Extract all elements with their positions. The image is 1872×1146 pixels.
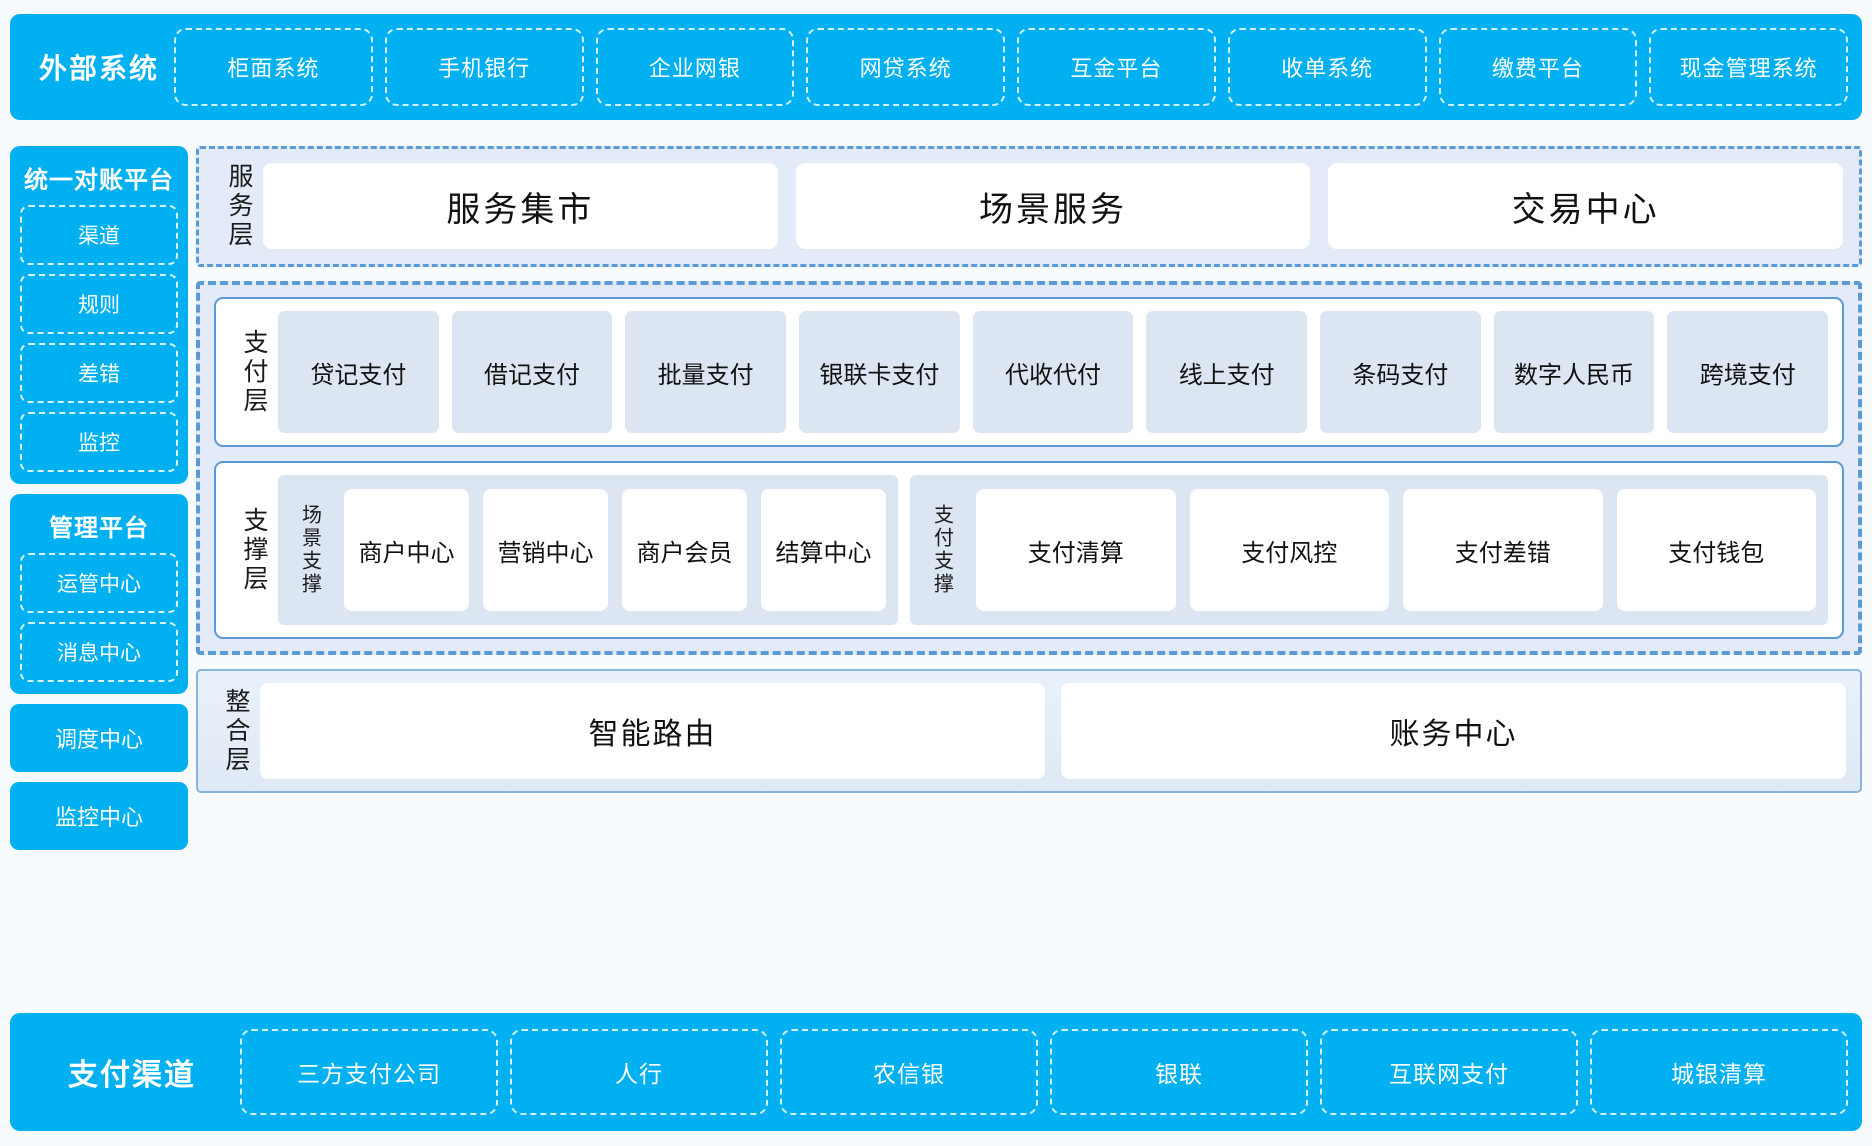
payment-card-debit[interactable]: 借记支付: [451, 311, 613, 433]
support-card-payment-wallet[interactable]: 支付钱包: [1616, 489, 1816, 611]
payment-card-collection[interactable]: 代收代付: [972, 311, 1134, 433]
payment-layer-cards: 贷记支付 借记支付 批量支付 银联卡支付 代收代付 线上支付 条码支付 数字人民…: [278, 311, 1829, 433]
support-group-payment-label: 支付支撑: [930, 504, 953, 596]
support-group-scene-label: 场景支撑: [298, 504, 321, 596]
sidebar-item-channel[interactable]: 渠道: [20, 205, 178, 265]
payment-card-crossborder[interactable]: 跨境支付: [1667, 311, 1829, 433]
payment-channel-item[interactable]: 互联网支付: [1320, 1029, 1578, 1115]
payment-card-online[interactable]: 线上支付: [1146, 311, 1308, 433]
external-systems-title: 外部系统: [38, 53, 159, 84]
integration-card-smart-routing[interactable]: 智能路由: [260, 683, 1045, 779]
service-card-scenario[interactable]: 场景服务: [795, 163, 1311, 249]
support-group-scene: 场景支撑 商户中心 营销中心 商户会员 结算中心: [278, 475, 898, 625]
payment-channel-item[interactable]: 农信银: [780, 1029, 1038, 1115]
payment-card-unionpay[interactable]: 银联卡支付: [799, 311, 960, 433]
integration-card-accounting-center[interactable]: 账务中心: [1061, 683, 1846, 779]
support-layer-row: 支撑层 场景支撑 商户中心 营销中心 商户会员 结算中心 支付支撑 支付清算 支…: [230, 475, 1828, 625]
service-card-marketplace[interactable]: 服务集市: [263, 163, 778, 249]
payment-channel-item[interactable]: 人行: [510, 1029, 768, 1115]
payment-channel-item[interactable]: 城银清算: [1590, 1029, 1848, 1115]
external-system-item[interactable]: 柜面系统: [174, 28, 373, 106]
support-card-marketing-center[interactable]: 营销中心: [483, 489, 608, 611]
support-layer-container: 支撑层 场景支撑 商户中心 营销中心 商户会员 结算中心 支付支撑 支付清算 支…: [214, 461, 1844, 639]
main-architecture-column: 服务层 服务集市 场景服务 交易中心 支付层 贷记支付 借记支付 批量支付 银联…: [196, 146, 1862, 793]
sidebar-item-monitor[interactable]: 监控: [20, 412, 178, 472]
sidebar-item-scheduler-center[interactable]: 调度中心: [10, 704, 188, 772]
sidebar-item-message-center[interactable]: 消息中心: [20, 622, 178, 682]
support-card-merchant-member[interactable]: 商户会员: [622, 489, 747, 611]
payment-channel-item[interactable]: 银联: [1050, 1029, 1308, 1115]
support-card-payment-risk[interactable]: 支付风控: [1189, 489, 1389, 611]
recon-platform-title: 统一对账平台: [24, 167, 174, 194]
service-layer-cards: 服务集市 场景服务 交易中心: [263, 163, 1844, 250]
service-layer-row: 服务层 服务集市 场景服务 交易中心: [215, 163, 1844, 250]
service-card-transaction[interactable]: 交易中心: [1328, 163, 1844, 249]
support-layer-label: 支撑层: [240, 506, 268, 594]
integration-layer-cards: 智能路由 账务中心: [260, 683, 1846, 779]
service-layer-container: 服务层 服务集市 场景服务 交易中心: [196, 146, 1862, 267]
payment-card-barcode[interactable]: 条码支付: [1320, 311, 1481, 433]
external-systems-list: 柜面系统 手机银行 企业网银 网贷系统 互金平台 收单系统 缴费平台 现金管理系…: [174, 14, 1848, 120]
recon-platform-panel: 统一对账平台 渠道 规则 差错 监控: [10, 146, 188, 484]
core-layers-container: 支付层 贷记支付 借记支付 批量支付 银联卡支付 代收代付 线上支付 条码支付 …: [196, 281, 1862, 655]
external-system-item[interactable]: 网贷系统: [806, 28, 1005, 106]
payment-channel-item[interactable]: 三方支付公司: [240, 1029, 498, 1115]
mgmt-platform-panel: 管理平台 运管中心 消息中心: [10, 494, 188, 694]
external-system-item[interactable]: 收单系统: [1227, 28, 1427, 106]
external-systems-bar: 外部系统 柜面系统 手机银行 企业网银 网贷系统 互金平台 收单系统 缴费平台 …: [10, 14, 1862, 120]
support-card-settlement-center[interactable]: 结算中心: [761, 489, 886, 611]
payment-card-batch[interactable]: 批量支付: [625, 311, 787, 433]
payment-layer-label: 支付层: [240, 328, 268, 416]
payment-channel-list: 三方支付公司 人行 农信银 银联 互联网支付 城银清算: [240, 1013, 1848, 1131]
integration-layer-container: 整合层 智能路由 账务中心: [196, 669, 1862, 793]
service-layer-label: 服务层: [225, 163, 253, 250]
external-system-item[interactable]: 手机银行: [384, 28, 584, 106]
external-system-item[interactable]: 缴费平台: [1438, 28, 1638, 106]
sidebar-item-rules[interactable]: 规则: [20, 274, 178, 334]
mgmt-platform-title: 管理平台: [49, 515, 149, 542]
support-card-merchant-center[interactable]: 商户中心: [344, 489, 469, 611]
sidebar-item-monitoring-center[interactable]: 监控中心: [10, 782, 188, 850]
payment-channel-title: 支付渠道: [68, 1059, 196, 1092]
payment-layer-container: 支付层 贷记支付 借记支付 批量支付 银联卡支付 代收代付 线上支付 条码支付 …: [214, 297, 1844, 447]
payment-card-credit[interactable]: 贷记支付: [278, 311, 439, 433]
sidebar-item-ops-center[interactable]: 运管中心: [20, 553, 178, 613]
support-card-payment-clearing[interactable]: 支付清算: [976, 489, 1176, 611]
payment-card-digital-rmb[interactable]: 数字人民币: [1493, 311, 1655, 433]
external-system-item[interactable]: 企业网银: [595, 28, 795, 106]
integration-layer-label: 整合层: [222, 687, 250, 775]
support-card-payment-error[interactable]: 支付差错: [1403, 489, 1603, 611]
support-group-payment: 支付支撑 支付清算 支付风控 支付差错 支付钱包: [910, 475, 1828, 625]
left-sidebar: 统一对账平台 渠道 规则 差错 监控 管理平台 运管中心 消息中心 调度中心 监…: [10, 146, 188, 860]
external-system-item[interactable]: 互金平台: [1017, 28, 1216, 106]
sidebar-item-error[interactable]: 差错: [20, 343, 178, 403]
support-layer-groups: 场景支撑 商户中心 营销中心 商户会员 结算中心 支付支撑 支付清算 支付风控 …: [278, 475, 1828, 625]
external-system-item[interactable]: 现金管理系统: [1649, 28, 1848, 106]
integration-layer-row: 整合层 智能路由 账务中心: [212, 683, 1846, 779]
payment-channel-bar: 支付渠道 三方支付公司 人行 农信银 银联 互联网支付 城银清算: [10, 1013, 1862, 1131]
payment-layer-row: 支付层 贷记支付 借记支付 批量支付 银联卡支付 代收代付 线上支付 条码支付 …: [230, 311, 1829, 433]
